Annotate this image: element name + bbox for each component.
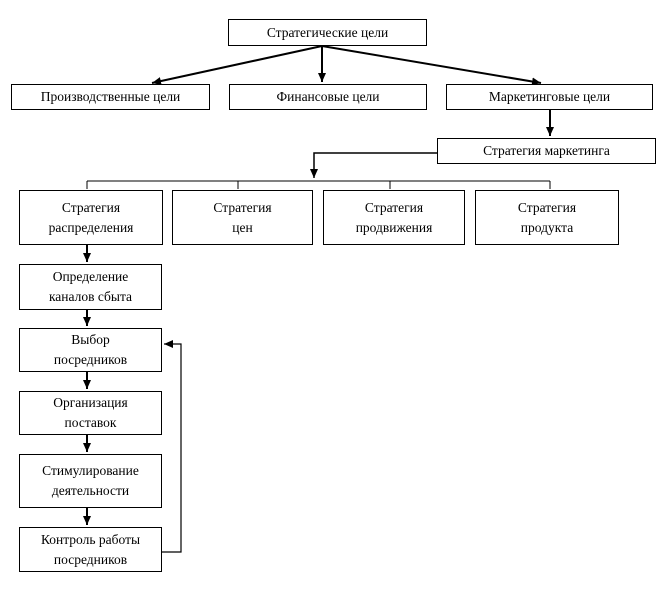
- node-price-strategy: Стратегия цен: [172, 190, 313, 245]
- node-intermediaries-choice: Выбор посредников: [19, 328, 162, 372]
- node-intermediaries-control-line-1: Контроль работы: [40, 531, 141, 547]
- node-production-goals-label: Производственные цели: [40, 89, 181, 104]
- node-activity-stimulation: Стимулирование деятельности: [19, 454, 162, 508]
- node-product-strategy: Стратегия продукта: [475, 190, 619, 245]
- node-intermediaries-control-line-2: посредников: [53, 551, 128, 567]
- node-distribution-strategy: Стратегия распределения: [19, 190, 163, 245]
- node-supply-organization-line-1: Организация: [53, 395, 128, 410]
- node-marketing-strategy-label: Стратегия маркетинга: [483, 143, 610, 158]
- arrow-to-strategies: [310, 152, 437, 178]
- node-sales-channels-line-1: Определение: [52, 269, 129, 284]
- arrow-to-marketing-goals: [321, 45, 542, 86]
- node-financial-goals-label: Финансовые цели: [276, 89, 380, 104]
- node-supply-organization-line-2: поставок: [64, 415, 117, 430]
- node-price-strategy-line-2: цен: [232, 219, 253, 235]
- node-intermediaries-choice-line-1: Выбор: [71, 332, 110, 347]
- node-promotion-strategy-line-2: продвижения: [355, 219, 433, 235]
- node-marketing-strategy: Стратегия маркетинга: [437, 138, 656, 164]
- arrow-to-production-goals: [151, 45, 323, 85]
- node-sales-channels: Определение каналов сбыта: [19, 264, 162, 310]
- node-sales-channels-line-2: каналов сбыта: [48, 289, 133, 304]
- feedback-arrow-to-intermediaries-choice: [162, 340, 182, 553]
- node-activity-stimulation-line-2: деятельности: [51, 483, 130, 498]
- node-promotion-strategy: Стратегия продвижения: [323, 190, 465, 245]
- node-product-strategy-line-1: Стратегия: [517, 199, 577, 215]
- node-distribution-strategy-line-1: Стратегия: [61, 199, 121, 215]
- node-financial-goals: Финансовые цели: [229, 84, 427, 110]
- node-promotion-strategy-line-1: Стратегия: [364, 199, 424, 215]
- node-supply-organization: Организация поставок: [19, 391, 162, 435]
- node-activity-stimulation-line-1: Стимулирование: [42, 463, 139, 478]
- node-distribution-strategy-line-2: распределения: [48, 219, 134, 235]
- node-marketing-goals-label: Маркетинговые цели: [488, 89, 611, 104]
- node-production-goals: Производственные цели: [11, 84, 210, 110]
- node-price-strategy-line-1: Стратегия: [213, 199, 272, 215]
- node-strategic-goals-label: Стратегические цели: [266, 24, 389, 40]
- node-intermediaries-control: Контроль работы посредников: [19, 527, 162, 572]
- node-marketing-goals: Маркетинговые цели: [446, 84, 653, 110]
- node-product-strategy-line-2: продукта: [520, 219, 574, 235]
- node-intermediaries-choice-line-2: посредников: [53, 352, 128, 367]
- node-strategic-goals: Стратегические цели: [228, 19, 427, 46]
